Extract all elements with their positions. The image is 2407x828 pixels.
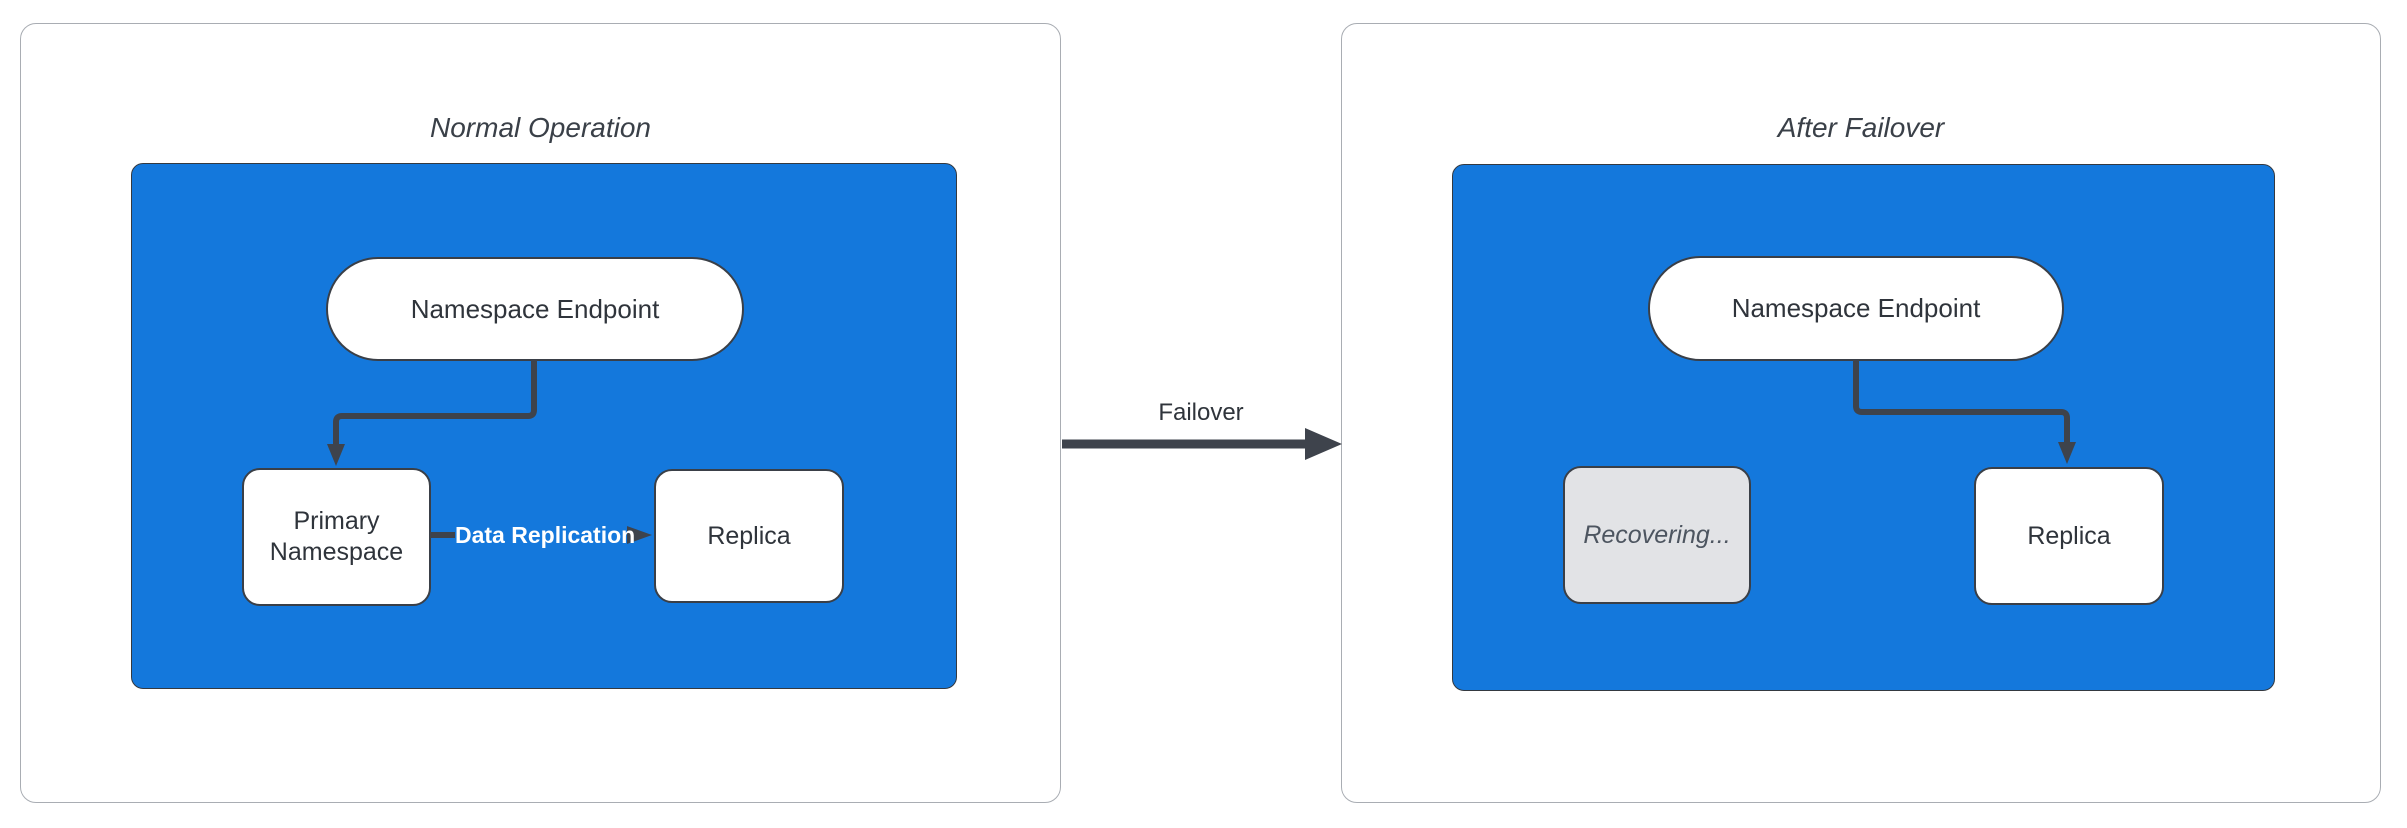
panel-normal-operation: Normal Operation Namespace Endpoint Prim… bbox=[20, 23, 1061, 803]
panel-title-after-failover: After Failover bbox=[1777, 112, 1945, 143]
cluster-normal-operation bbox=[131, 163, 957, 689]
node-replica-failover: Replica bbox=[1974, 467, 2164, 605]
cluster-after-failover bbox=[1452, 164, 2275, 691]
arrowhead-failover-transition bbox=[1305, 428, 1342, 460]
edge-label-data-replication: Data Replication bbox=[455, 520, 636, 550]
node-primary-namespace: Primary Namespace bbox=[242, 468, 431, 606]
node-replica-normal: Replica bbox=[654, 469, 844, 603]
node-recovering: Recovering... bbox=[1563, 466, 1751, 604]
panel-after-failover: After Failover Namespace Endpoint Recove… bbox=[1341, 23, 2381, 803]
panel-title-normal-operation: Normal Operation bbox=[430, 112, 651, 143]
node-namespace-endpoint-failover: Namespace Endpoint bbox=[1648, 256, 2064, 361]
node-namespace-endpoint-normal: Namespace Endpoint bbox=[326, 257, 744, 361]
transition-label-failover: Failover bbox=[1158, 399, 1244, 426]
